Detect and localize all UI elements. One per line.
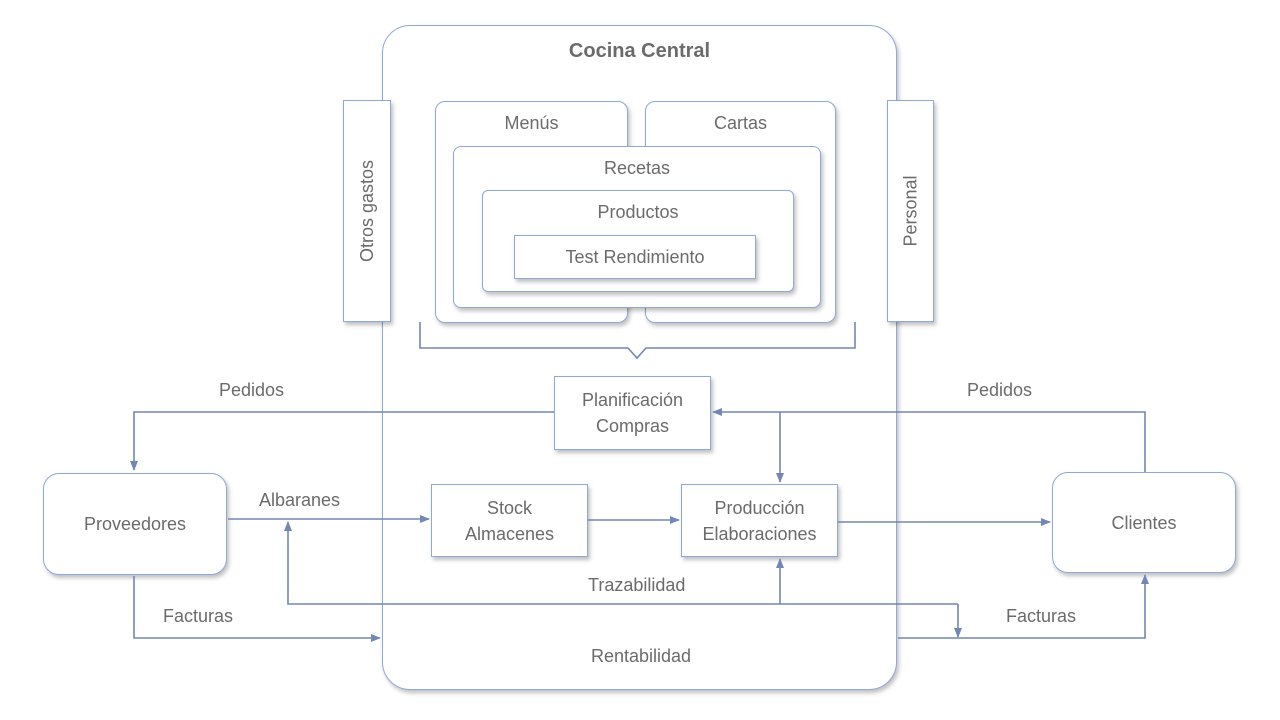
produccion-line1: Producción — [714, 497, 805, 518]
planificacion-line2: Compras — [595, 416, 670, 436]
productos-label: Productos — [597, 202, 679, 222]
pedidos-right-label: Pedidos — [967, 380, 1033, 400]
facturas-right-label: Facturas — [1006, 606, 1077, 626]
cartas-label: Cartas — [713, 113, 767, 133]
stock-almacenes-box: Stock Almacenes — [431, 484, 588, 557]
test-rendimiento-label: Test Rendimiento — [565, 247, 705, 267]
clientes-label: Clientes — [1111, 512, 1177, 533]
albaranes-label: Albaranes — [259, 490, 341, 510]
test-rendimiento-box: Test Rendimiento — [514, 235, 756, 279]
menus-label: Menús — [504, 113, 559, 133]
produccion-line2: Elaboraciones — [702, 523, 817, 544]
grouping-brace — [419, 322, 856, 360]
produccion-elaboraciones-box: Producción Elaboraciones — [681, 484, 838, 557]
personal-box: Personal — [887, 100, 934, 322]
pedidos-left-label: Pedidos — [219, 380, 285, 400]
clientes-box: Clientes — [1052, 472, 1236, 573]
facturas-left-label: Facturas — [163, 606, 234, 626]
facturas-proveedores-arrow — [133, 576, 381, 642]
recetas-label: Recetas — [603, 158, 671, 178]
pedidos-from-clientes-arrow — [712, 408, 1146, 472]
cocina-central-title: Cocina Central — [568, 40, 711, 62]
otros-gastos-box: Otros gastos — [343, 100, 391, 322]
rentabilidad-label: Rentabilidad — [591, 646, 692, 666]
proveedores-label: Proveedores — [83, 514, 187, 534]
pedidos-to-proveedores-arrow — [130, 411, 554, 471]
stock-line1: Stock — [486, 497, 533, 518]
proveedores-box: Proveedores — [43, 473, 227, 575]
trazabilidad-label: Trazabilidad — [588, 575, 686, 595]
stock-line2: Almacenes — [464, 523, 555, 544]
planificacion-compras-box: Planificación Compras — [554, 376, 711, 450]
facturas-clientes-arrow — [898, 574, 1149, 639]
trazabilidad-to-albaranes-arrow — [284, 521, 958, 605]
planificacion-line1: Planificación — [581, 390, 684, 410]
